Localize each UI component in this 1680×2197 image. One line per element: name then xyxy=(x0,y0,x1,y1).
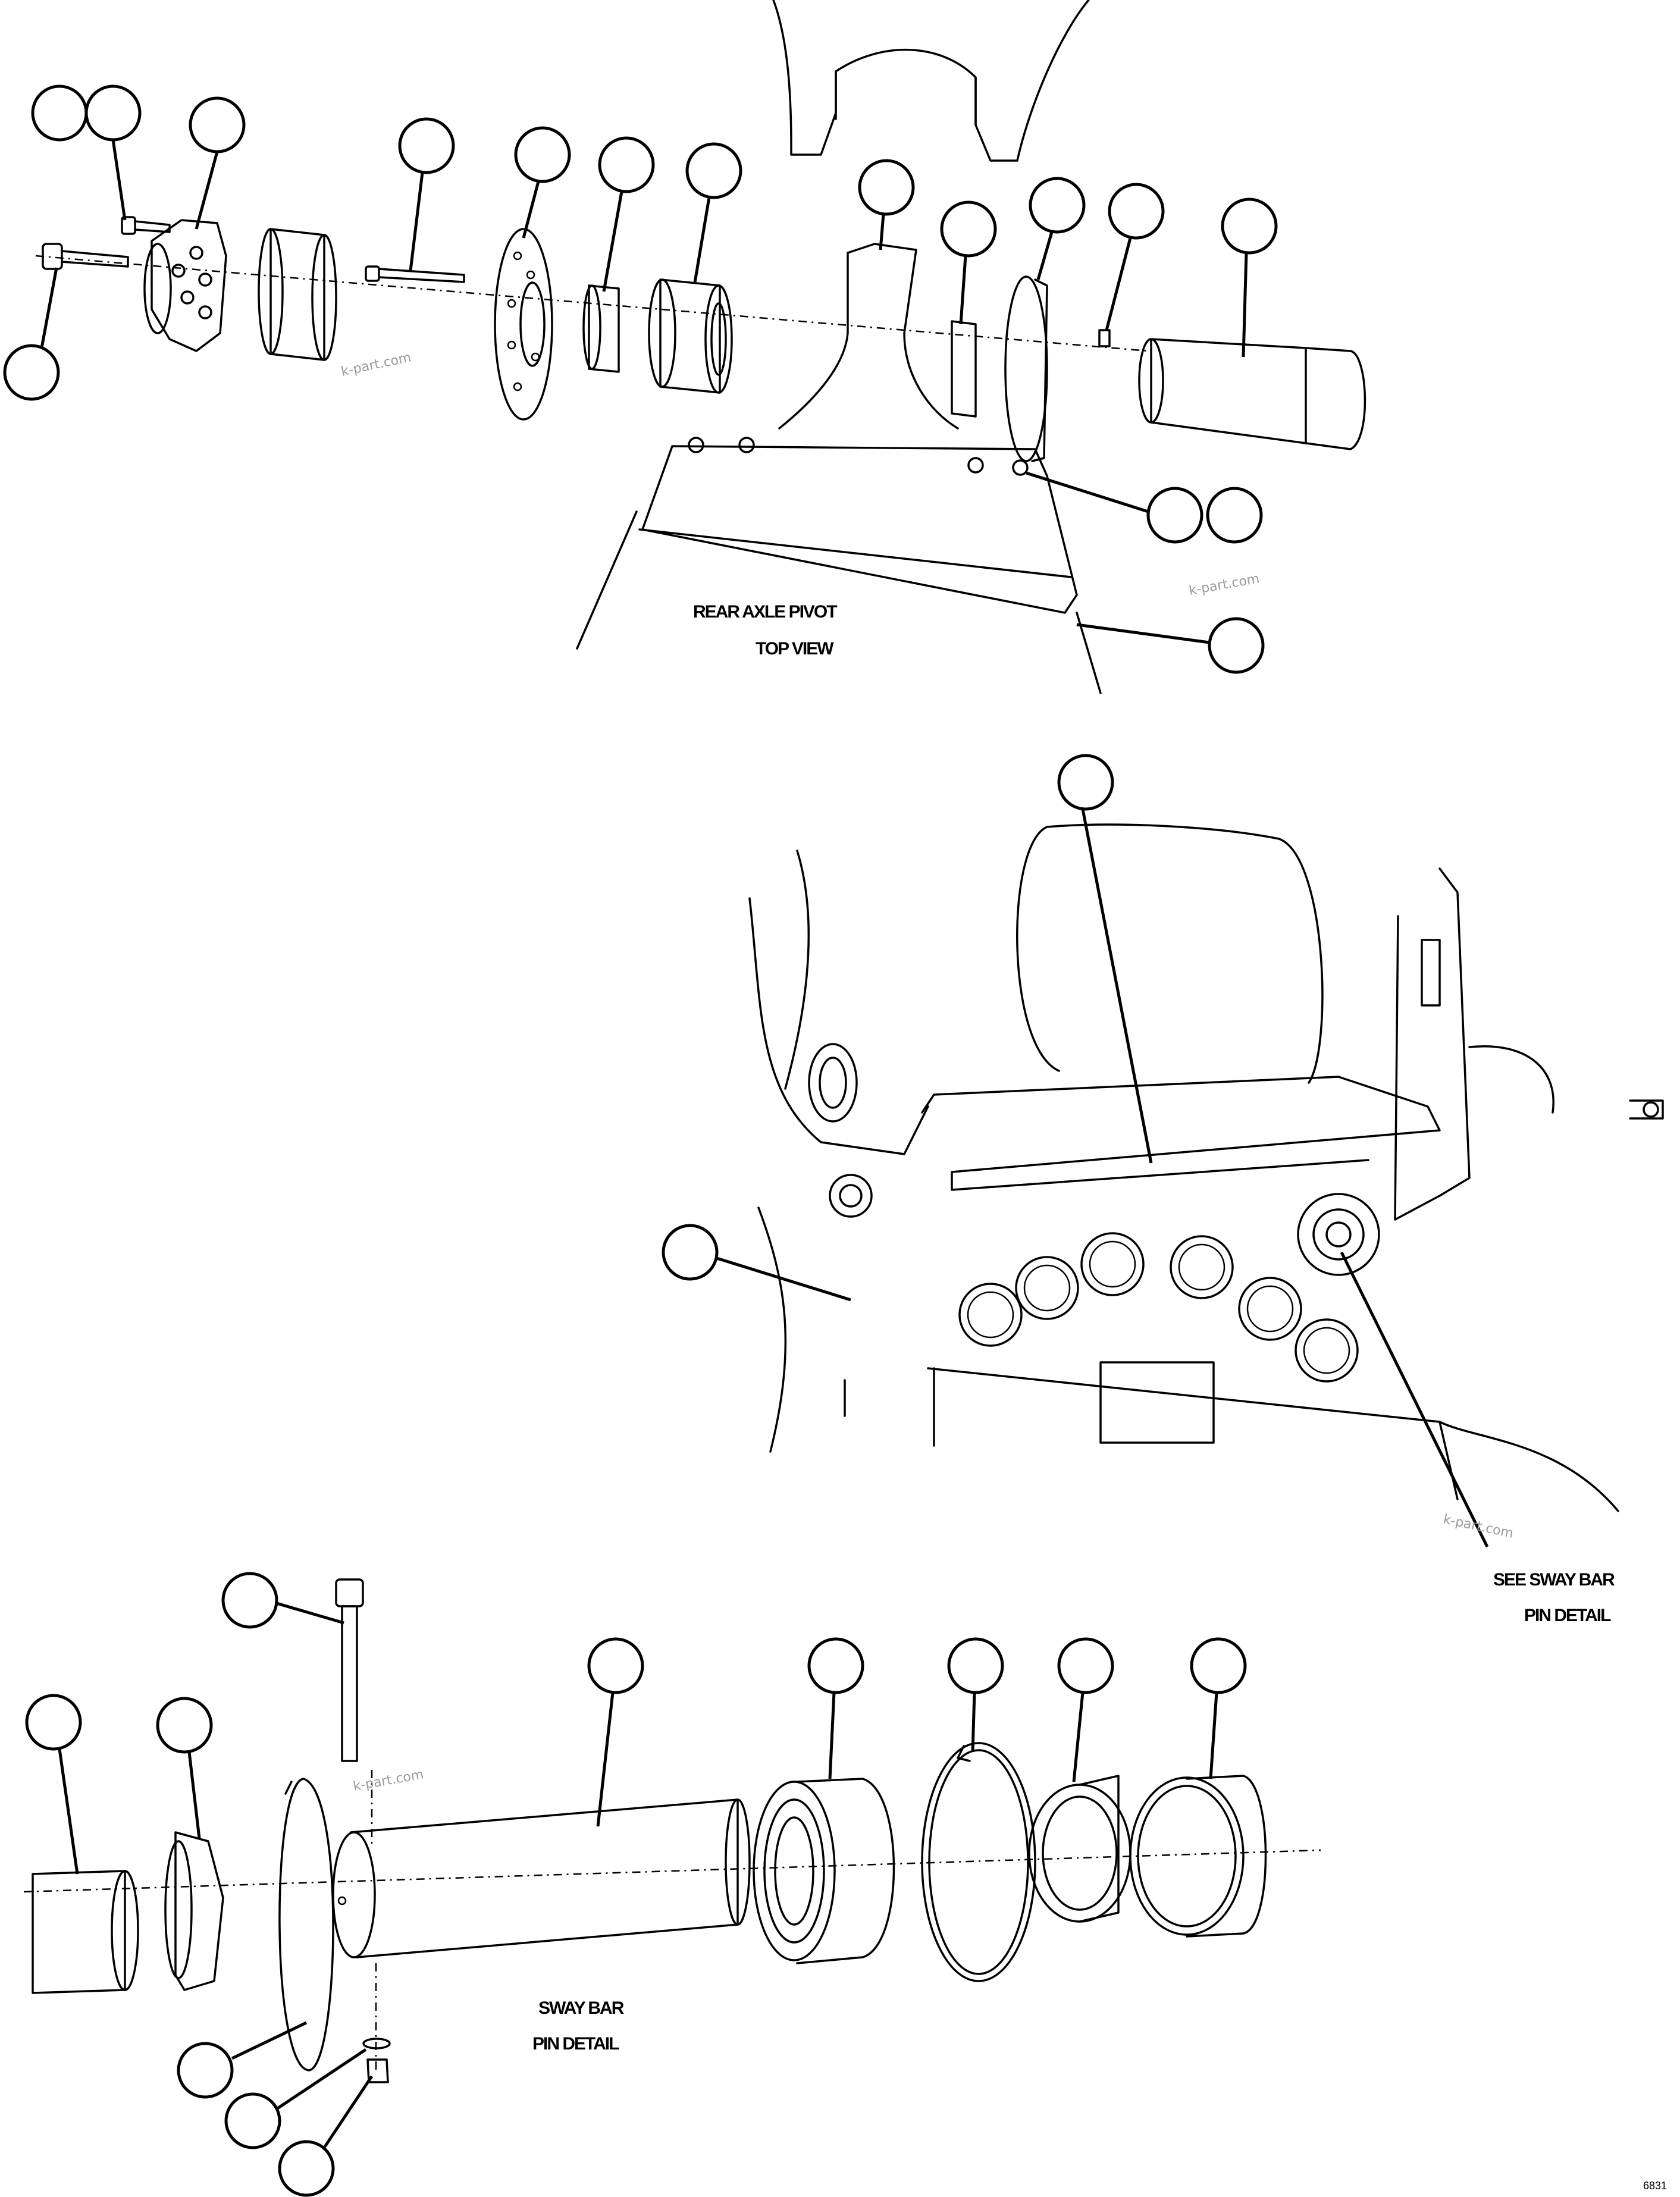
callout-balloon xyxy=(25,1694,82,1751)
pivot-cylinder xyxy=(1138,338,1366,450)
callout-balloon xyxy=(398,117,455,174)
drawing-code: 6831 xyxy=(1643,2180,1667,2192)
bushing-right xyxy=(1028,1775,1132,1923)
callout-balloon xyxy=(858,159,915,216)
sway-bearing xyxy=(753,1778,895,1964)
pivot-cap-plate xyxy=(143,219,227,352)
sway-bar-pin-detail xyxy=(23,1578,1321,2083)
callout-balloon xyxy=(1221,198,1278,255)
flanged-bushing xyxy=(164,1831,224,1991)
callout-balloon xyxy=(685,142,742,199)
callout-balloon xyxy=(221,1572,278,1629)
watermark: k-part.com xyxy=(1442,1512,1515,1541)
watermark: k-part.com xyxy=(1188,571,1261,598)
end-sleeve xyxy=(32,1870,139,1994)
retaining-ring-large xyxy=(278,1778,334,2071)
pivot-bolt xyxy=(42,243,129,270)
watermark: k-part.com xyxy=(352,1767,425,1794)
axle-assembly-view xyxy=(748,823,1664,1512)
sway-pin-shaft xyxy=(332,1798,751,1958)
right-washer-plate xyxy=(1004,275,1048,462)
rear-axle-title-line2: TOP VIEW xyxy=(756,639,834,659)
callout-balloon xyxy=(84,84,142,142)
small-bushing xyxy=(582,284,620,373)
callout-balloon xyxy=(1206,487,1263,544)
callout-balloon xyxy=(1108,183,1165,240)
rear-axle-title-line1: REAR AXLE PIVOT xyxy=(693,602,837,622)
spacer-sleeve xyxy=(258,228,337,361)
axle-center-line xyxy=(35,255,1149,352)
sway-bolt xyxy=(335,1578,364,1762)
callout-balloon xyxy=(1146,487,1203,544)
right-shim xyxy=(951,320,977,418)
callout-balloons xyxy=(3,84,1489,2197)
sleeve-right xyxy=(1129,1775,1267,1938)
callout-balloon xyxy=(1190,1637,1247,1694)
callout-balloon xyxy=(1057,754,1114,811)
rear-axle-pivot-view xyxy=(35,0,1366,694)
bolt-washer xyxy=(362,2038,391,2049)
callout-balloon xyxy=(189,96,246,153)
pivot-arm xyxy=(778,249,959,430)
mast-left xyxy=(748,850,929,1155)
axle-housing xyxy=(641,445,1078,614)
junction-box xyxy=(1099,1361,1215,1444)
axle-crossbar xyxy=(921,1076,1441,1173)
small-nut xyxy=(1098,329,1111,347)
sway-bar-title-line2: PIN DETAIL xyxy=(532,2034,619,2054)
callout-balloon xyxy=(514,126,571,183)
bolt-nut xyxy=(366,2058,389,2083)
frame-fork xyxy=(772,0,1090,162)
callout-balloon xyxy=(1057,1637,1114,1694)
sway-bar-title-line1: SWAY BAR xyxy=(538,1998,625,2018)
callout-balloon xyxy=(31,84,88,142)
tire xyxy=(1016,823,1324,1084)
callout-balloon xyxy=(1208,617,1265,674)
sway-center-line xyxy=(23,1849,1321,1893)
see-sway-bar-line2: PIN DETAIL xyxy=(1524,1606,1611,1625)
callout-balloon xyxy=(177,2042,234,2099)
callout-balloon xyxy=(224,2092,281,2149)
callout-balloon xyxy=(156,1697,213,1754)
callout-balloon xyxy=(278,2140,335,2197)
frame-right xyxy=(1394,867,1554,1221)
callout-balloon xyxy=(807,1637,864,1694)
small-cap-screw xyxy=(121,216,171,235)
see-sway-bar-line1: SEE SWAY BAR xyxy=(1493,1570,1615,1590)
callout-balloon xyxy=(587,1637,644,1694)
callout-balloon xyxy=(662,1224,719,1281)
callout-balloon xyxy=(947,1637,1004,1694)
pivot-bearing xyxy=(648,278,733,394)
callout-balloon xyxy=(1029,177,1086,234)
watermark: k-part.com xyxy=(340,350,412,380)
counterweight xyxy=(757,1206,1619,1512)
flange-washer xyxy=(494,228,553,421)
callout-balloon xyxy=(940,200,997,258)
snap-ring xyxy=(921,1742,1036,1982)
callout-balloon xyxy=(3,344,60,401)
long-pin xyxy=(365,265,465,283)
callout-balloon xyxy=(598,136,655,193)
connector-cluster xyxy=(958,1193,1380,1383)
